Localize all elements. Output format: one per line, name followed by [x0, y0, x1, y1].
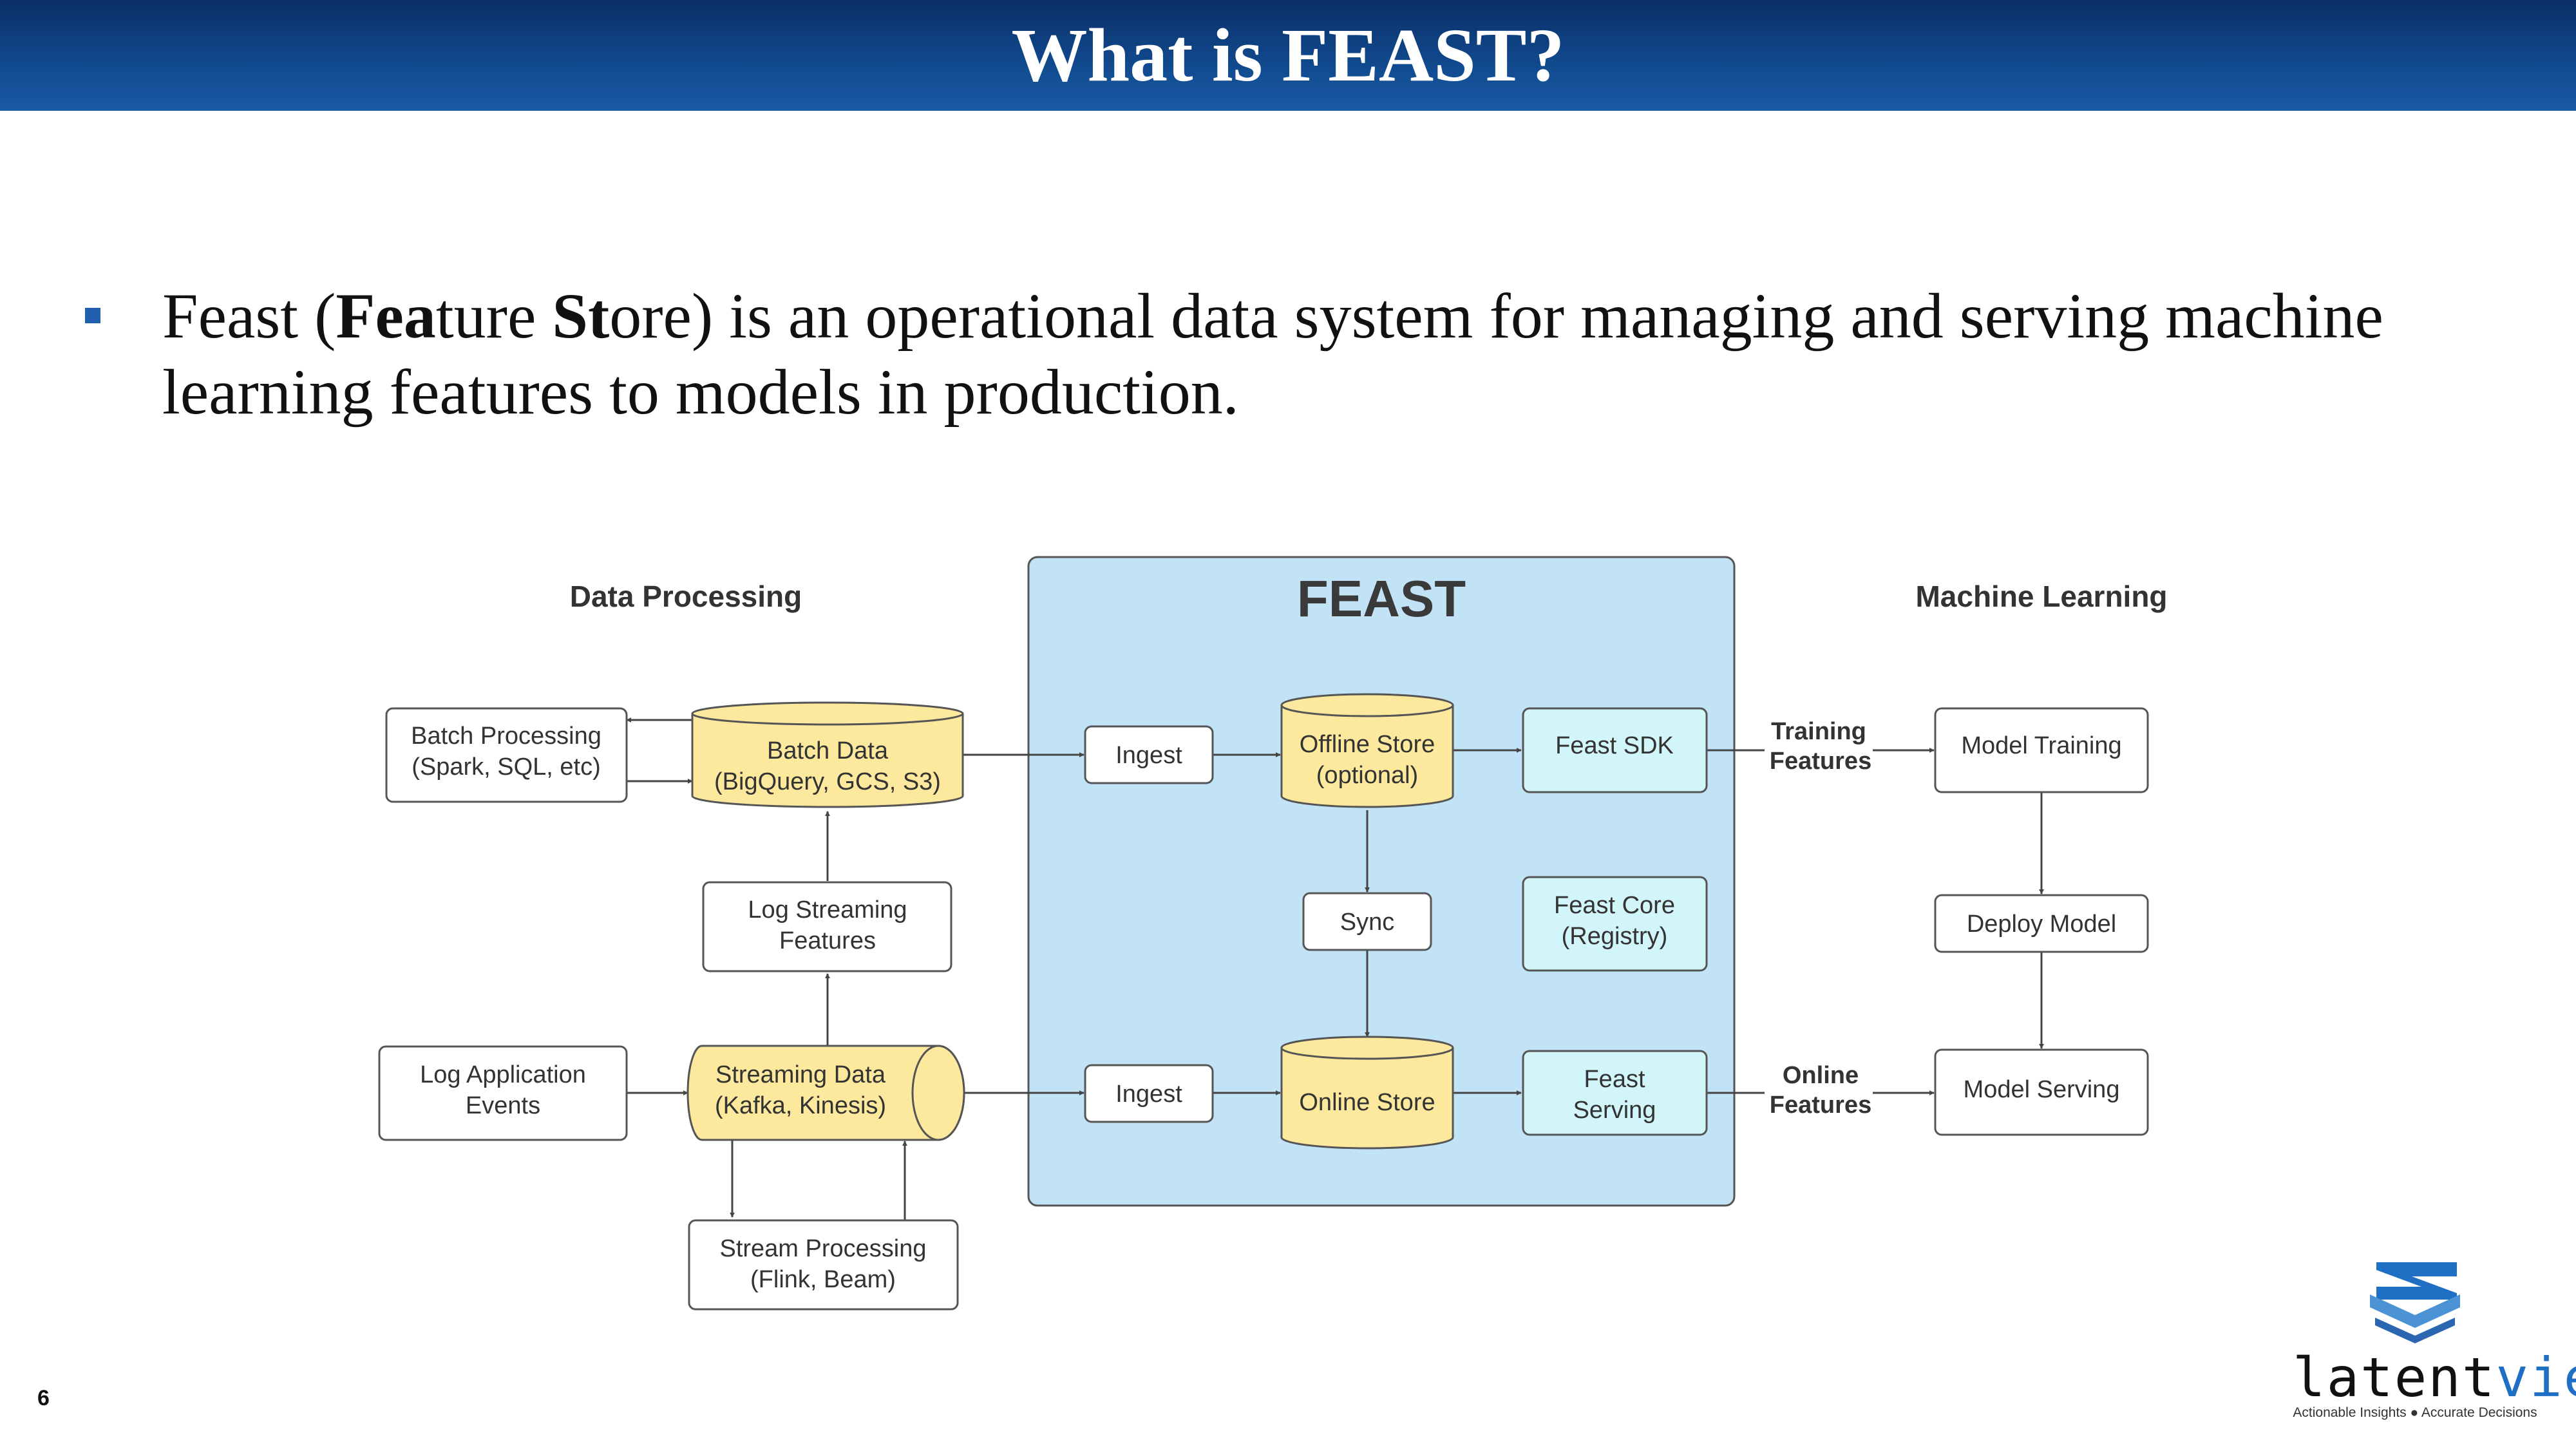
- bullet-text: Feast (Feature Store) is an operational …: [162, 278, 2455, 430]
- node-online-store: Online Store: [1280, 1036, 1454, 1150]
- arrows: [626, 717, 2044, 1220]
- node-log-app-line1: Log Application: [420, 1061, 586, 1088]
- node-sync-label: Sync: [1340, 909, 1394, 936]
- bullet-text-prefix: Feast (: [162, 280, 336, 352]
- node-log-application-events: Log Application Events: [378, 1045, 628, 1141]
- node-deploy-model-label: Deploy Model: [1967, 911, 2116, 938]
- layered-stack-logo-icon: [2370, 1262, 2460, 1343]
- node-offline-store-line1: Offline Store: [1300, 731, 1435, 758]
- node-batch-processing-line1: Batch Processing: [411, 723, 601, 750]
- node-deploy-model: Deploy Model: [1934, 894, 2149, 953]
- edge-label-online-line2: Features: [1770, 1092, 1871, 1119]
- slide-title: What is FEAST?: [1011, 13, 1565, 97]
- node-model-serving-label: Model Serving: [1964, 1076, 2120, 1103]
- node-log-streaming-features: Log Streaming Features: [702, 881, 952, 972]
- node-feast-sdk-label: Feast SDK: [1555, 732, 1674, 759]
- node-batch-processing-line2: (Spark, SQL, etc): [412, 753, 601, 781]
- node-streaming-data: Streaming Data (Kafka, Kinesis): [687, 1045, 965, 1141]
- node-stream-processing-line1: Stream Processing: [719, 1235, 926, 1262]
- logo-wordmark: latentview: [2293, 1346, 2576, 1409]
- title-bar: [0, 0, 2576, 111]
- node-model-training-label: Model Training: [1961, 732, 2121, 759]
- node-feast-core: Feast Core (Registry): [1522, 876, 1708, 972]
- node-feast-serving-line2: Serving: [1573, 1097, 1656, 1124]
- section-feast: FEAST: [1297, 570, 1466, 627]
- logo-word-view: view: [2496, 1346, 2576, 1409]
- node-ingest-bottom: Ingest: [1084, 1064, 1214, 1123]
- node-sync: Sync: [1302, 892, 1432, 951]
- bullet-text-bold-fea: Fea: [336, 280, 436, 352]
- node-ingest-top: Ingest: [1084, 725, 1214, 784]
- node-offline-store-line2: (optional): [1316, 762, 1418, 789]
- node-batch-data: Batch Data (BigQuery, GCS, S3): [691, 701, 964, 808]
- bullet-text-rest: ore) is an operational data system for m…: [162, 280, 2383, 428]
- node-feast-serving-line1: Feast: [1584, 1066, 1645, 1093]
- node-batch-processing: Batch Processing (Spark, SQL, etc): [385, 707, 628, 803]
- bullet-text-bold-st: St: [552, 280, 610, 352]
- node-stream-processing-line2: (Flink, Beam): [750, 1266, 896, 1293]
- node-model-serving: Model Serving: [1934, 1048, 2149, 1136]
- node-batch-data-line2: (BigQuery, GCS, S3): [714, 768, 941, 795]
- node-online-store-label: Online Store: [1299, 1089, 1435, 1116]
- node-feast-core-line2: (Registry): [1562, 923, 1668, 950]
- node-log-app-line2: Events: [466, 1092, 540, 1119]
- edge-label-online-line1: Online: [1783, 1062, 1859, 1089]
- node-streaming-data-line1: Streaming Data: [715, 1061, 886, 1088]
- bullet-square-icon: [85, 308, 100, 323]
- node-stream-processing: Stream Processing (Flink, Beam): [688, 1219, 959, 1311]
- node-log-streaming-line1: Log Streaming: [748, 896, 907, 923]
- section-machine-learning: Machine Learning: [1915, 580, 2167, 613]
- section-data-processing: Data Processing: [570, 580, 802, 613]
- node-log-streaming-line2: Features: [779, 927, 876, 954]
- latentview-logo: latentview Actionable Insights ● Accurat…: [2293, 1256, 2576, 1430]
- node-offline-store: Offline Store (optional): [1280, 693, 1454, 808]
- page-number: 6: [37, 1386, 50, 1410]
- bullet-text-ture: ture: [435, 280, 553, 352]
- edge-label-training-line1: Training: [1771, 718, 1866, 745]
- node-ingest-top-label: Ingest: [1115, 742, 1182, 769]
- node-model-training: Model Training: [1934, 707, 2149, 793]
- node-ingest-bottom-label: Ingest: [1115, 1081, 1182, 1108]
- node-streaming-data-line2: (Kafka, Kinesis): [715, 1092, 886, 1119]
- node-batch-data-line1: Batch Data: [767, 737, 889, 764]
- node-feast-sdk: Feast SDK: [1522, 707, 1708, 793]
- logo-word-latent: latent: [2293, 1346, 2496, 1409]
- node-feast-serving: Feast Serving: [1522, 1050, 1708, 1136]
- node-feast-core-line1: Feast Core: [1554, 892, 1675, 919]
- logo-tagline: Actionable Insights ● Accurate Decisions: [2293, 1405, 2537, 1420]
- edge-label-training-line2: Features: [1770, 748, 1871, 775]
